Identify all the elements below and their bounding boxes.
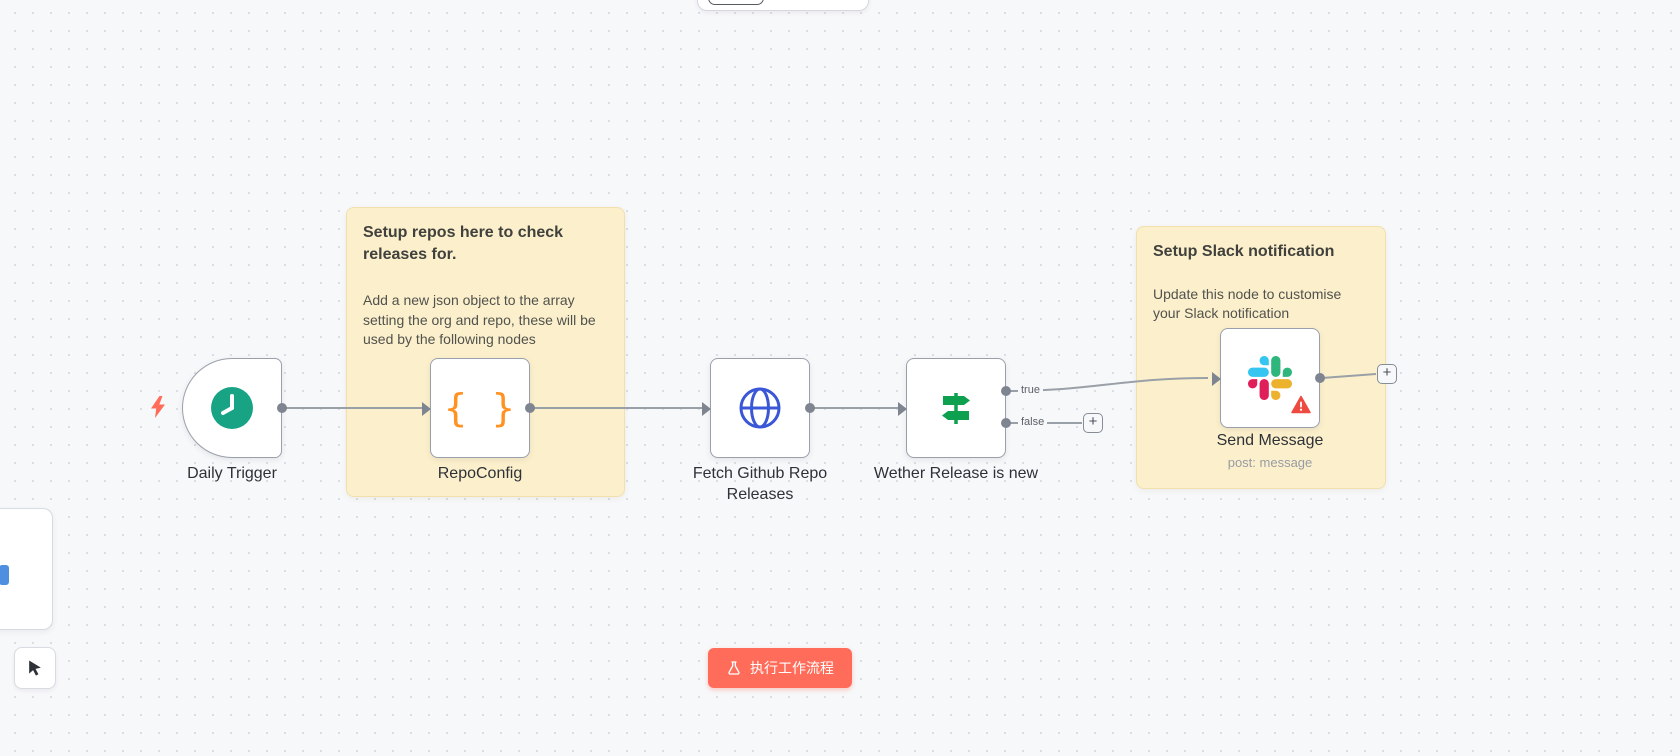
input-port[interactable]: [898, 402, 907, 416]
signpost-icon: [942, 393, 970, 424]
lightning-icon: [151, 396, 165, 418]
node-fetch-github[interactable]: [702, 358, 815, 458]
node-label-fetch-github: Fetch Github Repo Releases: [692, 465, 828, 503]
sticky-note-slack[interactable]: Setup Slack notification Update this nod…: [1136, 226, 1386, 489]
output-port-false[interactable]: [1001, 418, 1011, 428]
warning-icon: [1291, 395, 1311, 419]
node-label-daily-trigger: Daily Trigger: [187, 465, 277, 482]
sticky-note-title: Setup Slack notification: [1153, 243, 1335, 260]
side-panel-fragment[interactable]: [0, 508, 53, 630]
trigger-bolt-icon[interactable]: [150, 396, 166, 423]
add-node-button-false[interactable]: +: [1083, 413, 1103, 433]
output-port[interactable]: [1315, 373, 1325, 383]
sticky-note-title: Setup repos here to check releases for.: [363, 224, 564, 263]
output-port-true[interactable]: [1001, 386, 1011, 396]
output-port[interactable]: [525, 403, 535, 413]
flask-icon: [728, 661, 740, 675]
node-daily-trigger[interactable]: [182, 358, 287, 458]
code-braces-icon: { }: [444, 386, 516, 430]
input-port[interactable]: [702, 402, 711, 416]
pointer-tool-icon: [29, 660, 41, 676]
panel-chip: [0, 565, 9, 585]
output-label-true: true: [1018, 384, 1043, 396]
node-if-release-new[interactable]: [898, 358, 1011, 458]
sticky-note-body: Add a new json object to the array setti…: [363, 292, 596, 348]
tab-evaluations[interactable]: 评估: [816, 0, 840, 5]
clock-icon: [211, 387, 253, 429]
tab-executions[interactable]: 执行: [778, 0, 802, 5]
node-label-send-message: Send Message: [1216, 432, 1324, 449]
execute-workflow-button[interactable]: 执行工作流程: [708, 648, 852, 688]
add-node-button-end[interactable]: +: [1377, 364, 1397, 384]
view-tabs: 编辑器 执行 评估: [697, 0, 869, 11]
output-port[interactable]: [805, 403, 815, 413]
pointer-tool-button[interactable]: [14, 647, 56, 689]
slack-icon: [1248, 356, 1292, 400]
connection-slack-plus[interactable]: [1321, 373, 1377, 379]
globe-icon: [739, 387, 781, 429]
output-port[interactable]: [277, 403, 287, 413]
tab-editor[interactable]: 编辑器: [708, 0, 765, 5]
node-repo-config[interactable]: { }: [422, 358, 535, 458]
sticky-note-body: Update this node to customise your Slack…: [1153, 285, 1342, 322]
node-send-message[interactable]: [1212, 328, 1325, 428]
node-label-if: Wether Release is new: [873, 465, 1039, 482]
node-subtitle-send-message: post: message: [1227, 455, 1313, 470]
input-port[interactable]: [1212, 372, 1221, 386]
node-label-repo-config: RepoConfig: [437, 465, 523, 482]
output-label-false: false: [1018, 416, 1048, 428]
execute-workflow-label: 执行工作流程: [750, 660, 834, 676]
input-port[interactable]: [422, 402, 431, 416]
